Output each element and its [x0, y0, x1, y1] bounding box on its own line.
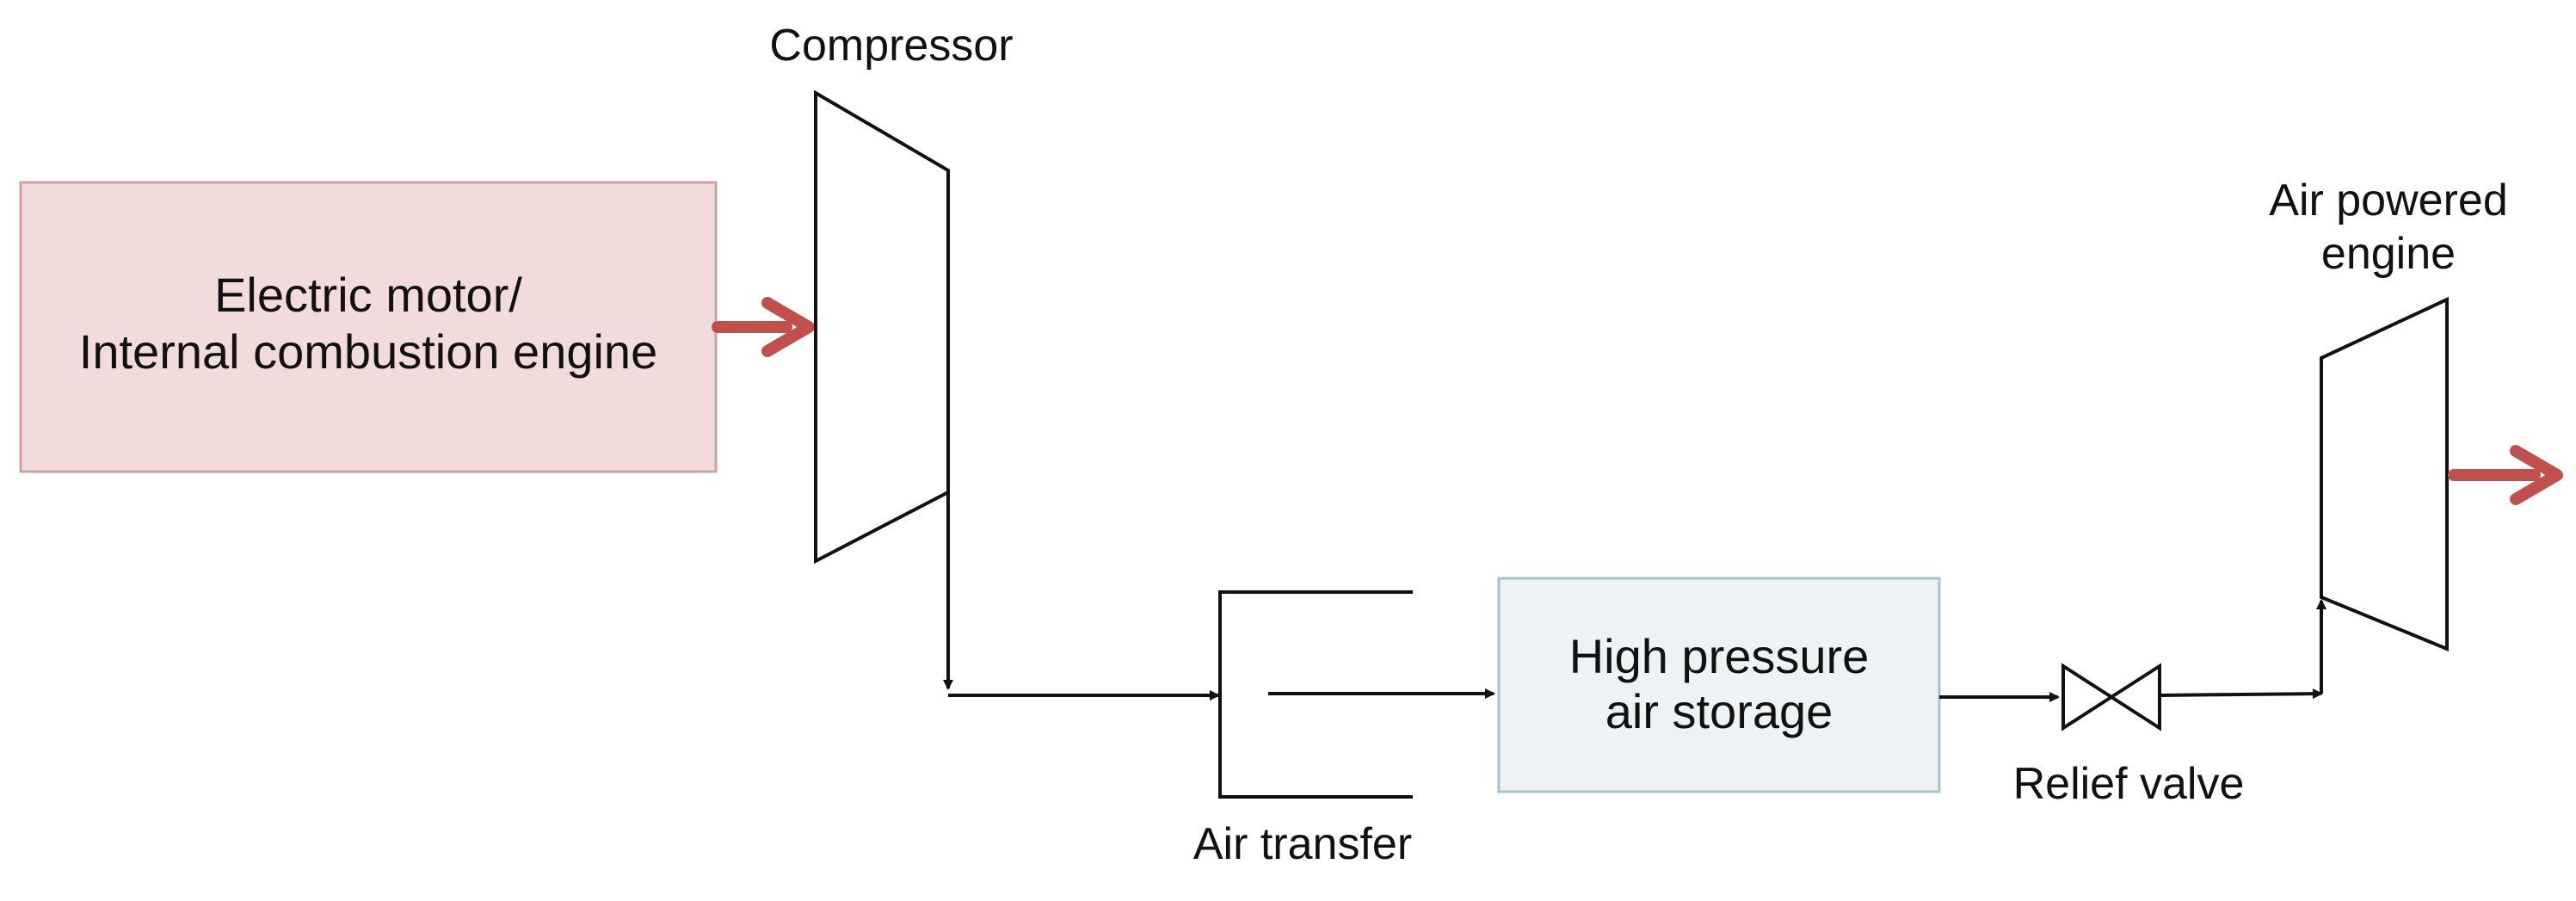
relief-valve-label: Relief valve — [2013, 759, 2245, 809]
relief-valve-symbol — [2061, 663, 2161, 731]
air-transfer-connector — [1218, 590, 1495, 799]
air-transfer-label: Air transfer — [1193, 819, 1412, 869]
air-powered-engine-shape — [2320, 296, 2449, 651]
storage-line2-label: air storage — [1605, 684, 1833, 738]
input-power-arrow — [712, 297, 815, 357]
internal-combustion-engine-label: Internal combustion engine — [79, 324, 657, 379]
compressor-shape — [814, 89, 950, 565]
valve-to-engine-line — [2159, 688, 2323, 700]
electric-motor-engine-box: Electric motor/ Internal combustion engi… — [19, 181, 718, 473]
compressor-label: Compressor — [769, 21, 1013, 71]
output-power-arrow — [2448, 445, 2563, 505]
air-powered-engine-label-line1: Air powered — [2269, 176, 2507, 225]
storage-line1-label: High pressure — [1569, 629, 1870, 683]
electric-motor-label: Electric motor/ — [214, 268, 522, 322]
air-powered-engine-label-line2: engine — [2321, 229, 2456, 279]
high-pressure-air-storage-box: High pressure air storage — [1497, 577, 1941, 793]
